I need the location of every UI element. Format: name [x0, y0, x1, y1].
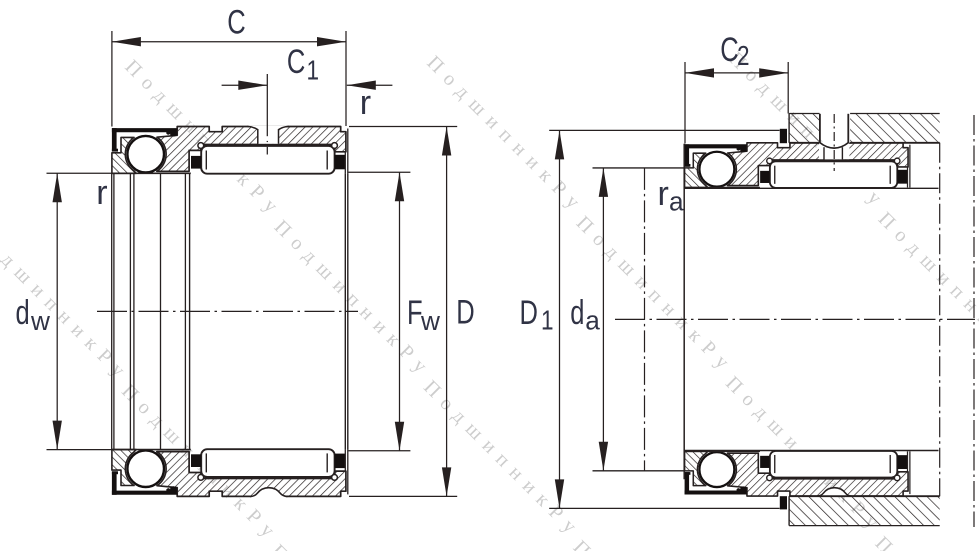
svg-text:2: 2: [737, 41, 750, 72]
svg-text:w: w: [420, 306, 441, 336]
svg-text:1: 1: [541, 305, 554, 336]
svg-text:C: C: [720, 31, 738, 69]
svg-text:a: a: [669, 186, 684, 216]
svg-text:d: d: [570, 294, 584, 332]
svg-text:a: a: [585, 305, 600, 335]
svg-text:r: r: [96, 174, 107, 212]
svg-text:C: C: [227, 4, 245, 42]
svg-text:r: r: [360, 84, 371, 122]
svg-text:d: d: [16, 294, 30, 332]
svg-text:r: r: [658, 175, 669, 213]
svg-text:F: F: [407, 294, 423, 332]
svg-text:D: D: [520, 294, 538, 332]
svg-text:w: w: [30, 306, 51, 336]
svg-text:C: C: [287, 44, 305, 82]
svg-text:1: 1: [307, 56, 320, 87]
svg-text:D: D: [456, 294, 474, 332]
